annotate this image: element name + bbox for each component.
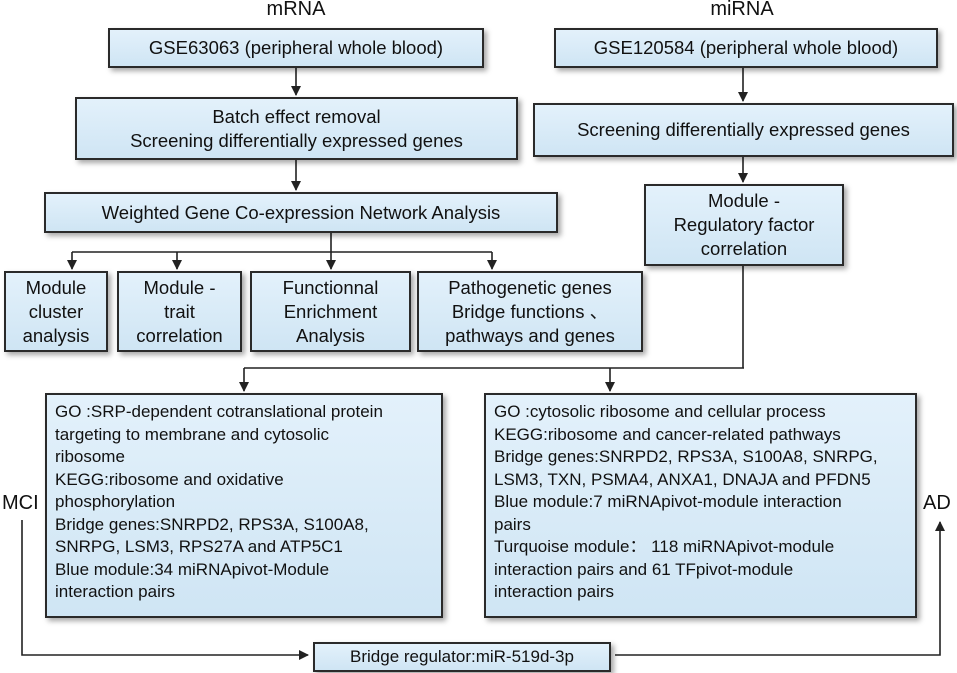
box-pathogenetic-genes: Pathogenetic genes Bridge functions 、 pa… [417, 271, 643, 352]
label-mci: MCI [2, 492, 39, 514]
box-result-mci: GO :SRP-dependent cotranslational protei… [45, 393, 443, 618]
arrow-bridge-to-ad [615, 521, 945, 656]
box-gse63063: GSE63063 (peripheral whole blood) [108, 28, 484, 68]
arrow-mci-to-bridge [21, 520, 309, 660]
header-mirna: miRNA [710, 0, 774, 20]
label-ad: AD [923, 492, 951, 514]
box-module-regulatory: Module - Regulatory factor correlation [644, 184, 844, 266]
box-wgcna: Weighted Gene Co-expression Network Anal… [44, 192, 558, 233]
box-batch-effect: Batch effect removal Screening different… [75, 97, 518, 160]
box-module-trait: Module - trait correlation [117, 271, 242, 352]
box-result-ad: GO :cytosolic ribosome and cellular proc… [484, 393, 917, 618]
box-screening-right: Screening differentially expressed genes [533, 103, 954, 157]
box-module-cluster: Module cluster analysis [4, 271, 108, 352]
header-mrna: mRNA [266, 0, 326, 20]
box-gse120584: GSE120584 (peripheral whole blood) [554, 28, 938, 68]
box-bridge-regulator: Bridge regulator:miR-519d-3p [313, 642, 611, 672]
box-functional-enrichment: Functionnal Enrichment Analysis [250, 271, 411, 352]
